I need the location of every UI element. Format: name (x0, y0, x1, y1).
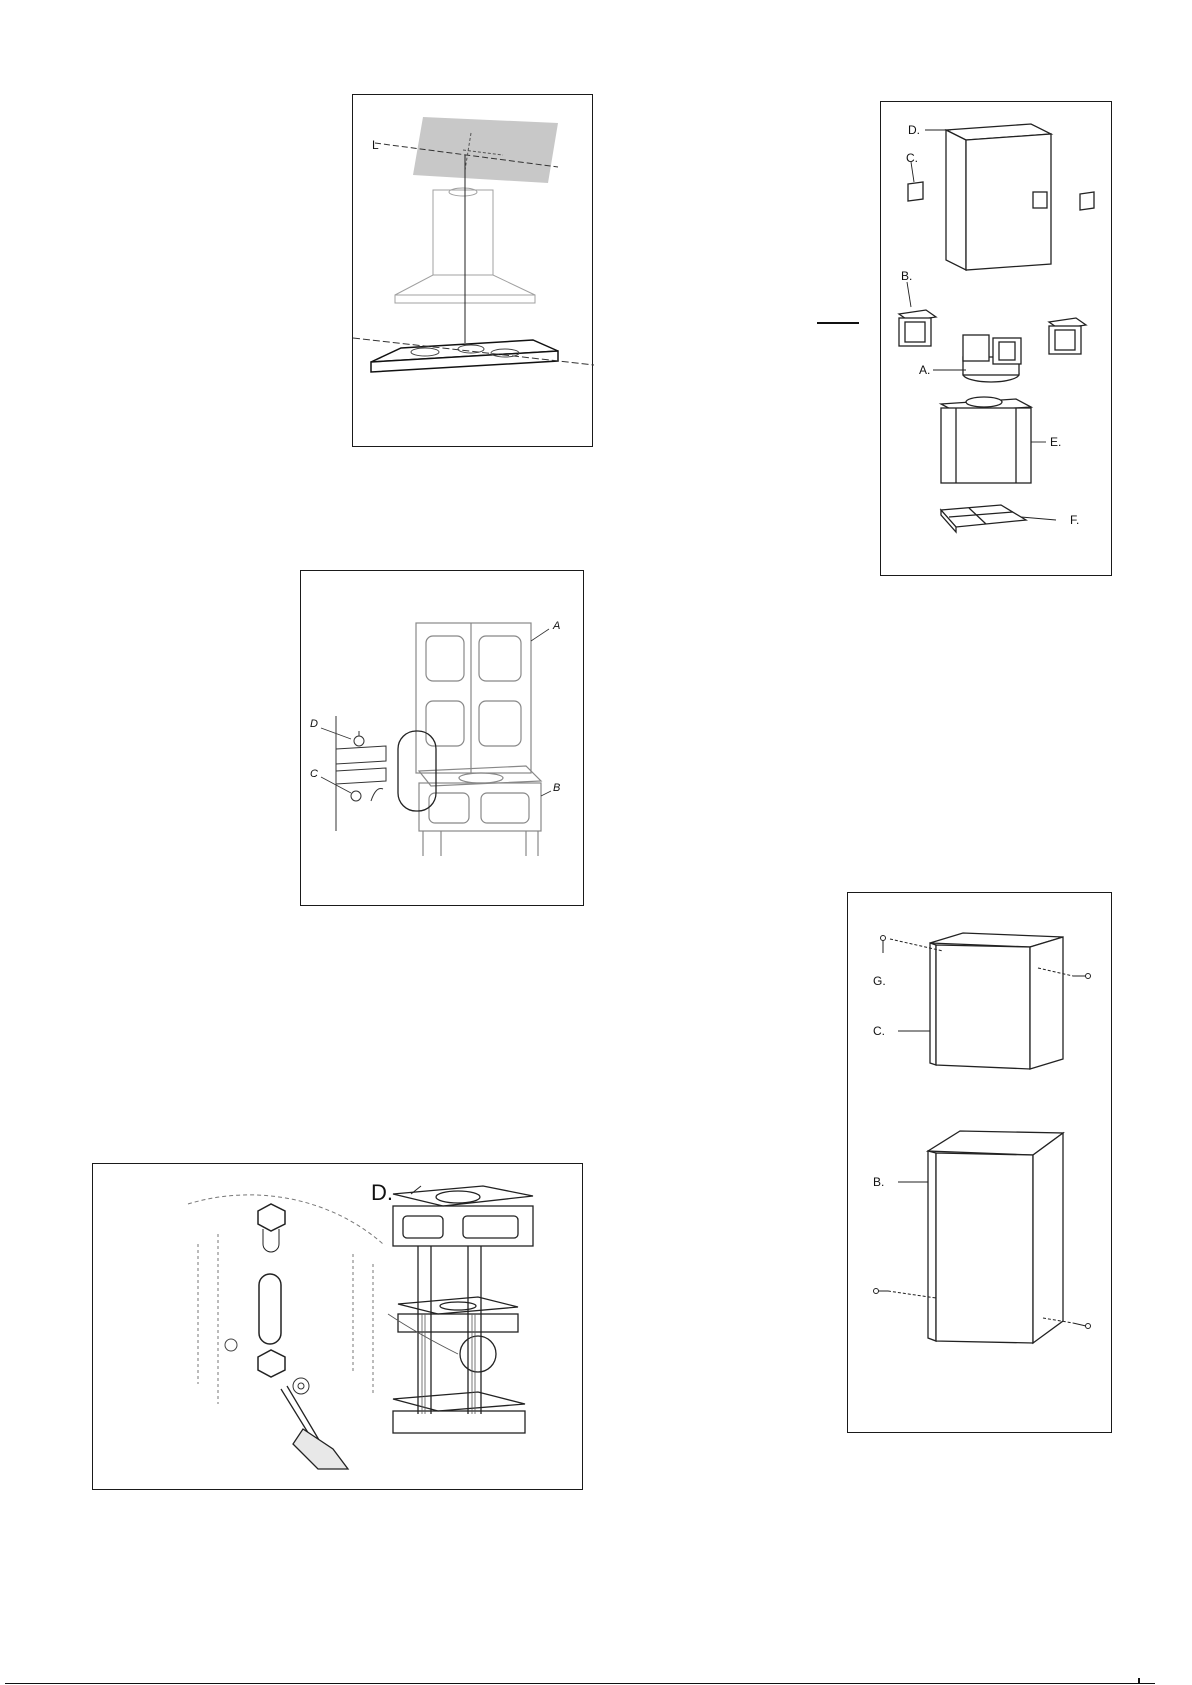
part-b-box-right (1049, 318, 1086, 354)
chimney-outline (433, 190, 493, 275)
label-line-l: L (372, 139, 379, 151)
frame-base-b (419, 766, 541, 856)
figure-exploded-parts: D. C. B. A. E. F. (880, 101, 1112, 576)
label-e: E. (1050, 436, 1061, 448)
label-f: F. (1070, 514, 1079, 526)
label-d: D (310, 719, 318, 730)
part-d-chimney (946, 124, 1051, 270)
page-footer-rule (5, 1683, 1155, 1684)
figure-chimney-sections: G. C. B. (847, 892, 1112, 1433)
bracket-detail (336, 716, 386, 831)
leader-stub (817, 322, 859, 324)
label-d: D. (908, 124, 920, 136)
label-a: A. (919, 364, 930, 376)
exploded-parts-drawing (881, 102, 1113, 577)
frame-screw-drawing (93, 1164, 584, 1491)
part-c-plate-right (1080, 192, 1094, 210)
label-a: A (553, 621, 560, 632)
frame-bracket-drawing (301, 571, 585, 907)
label-c: C. (906, 152, 918, 164)
chimney-sections-drawing (848, 893, 1113, 1434)
label-b: B. (873, 1176, 884, 1188)
ceiling-alignment-drawing (353, 95, 594, 448)
part-f-filter (941, 505, 1026, 532)
page-footer-mark (1138, 1678, 1140, 1684)
part-c-upper-section (930, 933, 1063, 1069)
ceiling-patch (413, 117, 558, 183)
frame-column-a (416, 623, 531, 773)
frame-shading (422, 1314, 475, 1414)
label-d: D. (371, 1182, 393, 1204)
frame-d (393, 1186, 533, 1433)
figure-frame-bracket: A B C D (300, 570, 584, 906)
part-e-motor-housing (941, 397, 1031, 483)
label-c: C (310, 769, 318, 780)
figure-ceiling-alignment: L (352, 94, 593, 447)
magnified-detail (188, 1195, 383, 1404)
figure-frame-screw: D. (92, 1163, 583, 1490)
label-c: C. (873, 1025, 885, 1037)
part-b-lower-section (928, 1131, 1063, 1343)
label-b: B (553, 783, 560, 794)
part-a-adaptor (963, 335, 1021, 382)
part-b-box-left (899, 310, 936, 346)
label-g: G. (873, 975, 886, 987)
screwdriver (281, 1386, 348, 1469)
label-b: B. (901, 270, 912, 282)
part-c-plate-left (908, 182, 923, 201)
